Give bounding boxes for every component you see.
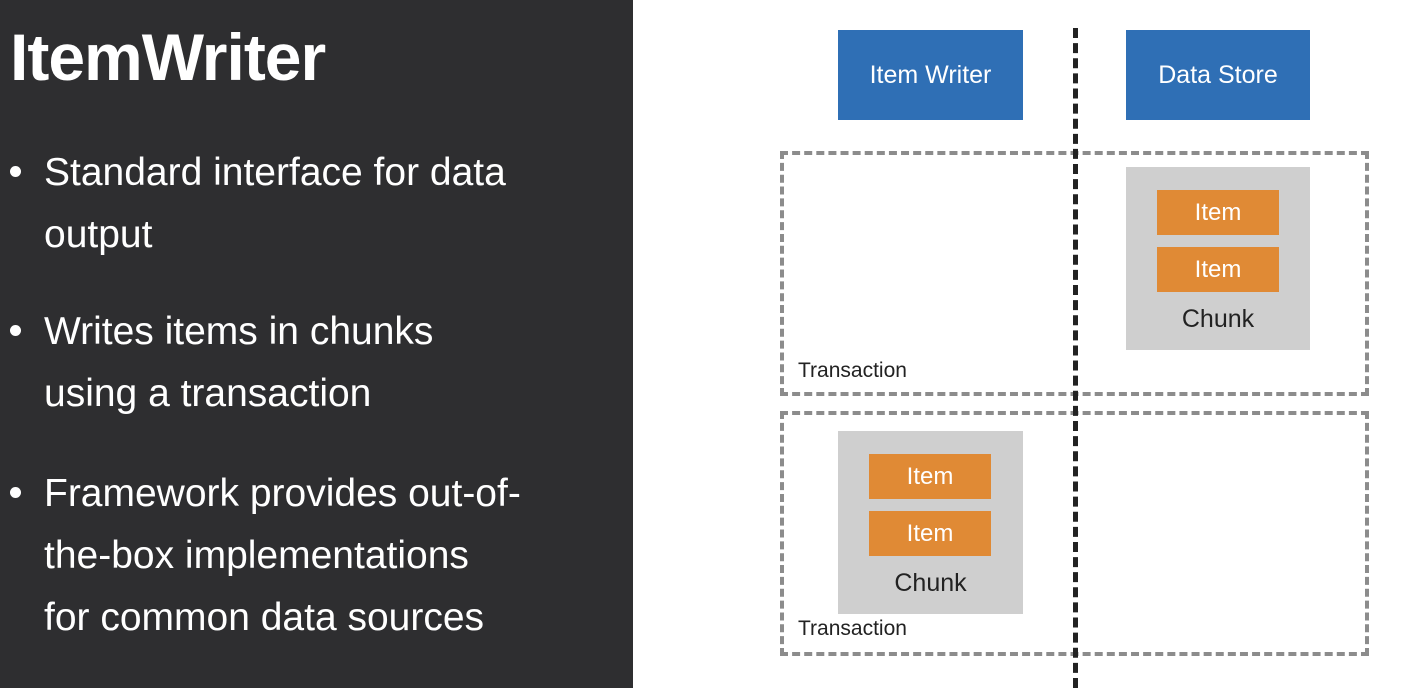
bullet-line: the-box implementations xyxy=(44,534,469,577)
text-panel: ItemWriter Standard interface for data o… xyxy=(0,0,633,688)
column-divider xyxy=(1073,28,1078,688)
chunk-item-writer: Item Item Chunk xyxy=(838,431,1023,614)
bullet-line: Standard interface for data xyxy=(44,151,506,194)
bullet-line: using a transaction xyxy=(44,372,372,415)
bullet-text: Standard interface for data output xyxy=(44,142,614,266)
bullet-line: Writes items in chunks xyxy=(44,310,434,353)
transaction-label-2: Transaction xyxy=(798,617,907,640)
chunk-label: Chunk xyxy=(1181,305,1255,333)
item-writer-box: Item Writer xyxy=(838,30,1023,120)
bullet-line: Framework provides out-of- xyxy=(44,472,521,515)
slide-title: ItemWriter xyxy=(10,20,326,94)
bullet-text: Framework provides out-of- the-box imple… xyxy=(44,463,614,649)
item-box: Item xyxy=(1157,190,1279,235)
item-box: Item xyxy=(1157,247,1279,292)
chunk-label: Chunk xyxy=(894,569,967,597)
item-box: Item xyxy=(869,511,991,556)
data-store-box: Data Store xyxy=(1126,30,1310,120)
bullet-dot-icon xyxy=(10,166,21,177)
diagram-panel: Item Writer Data Store Transaction Trans… xyxy=(633,0,1405,688)
transaction-label-1: Transaction xyxy=(798,359,907,382)
chunk-data-store: Item Item Chunk xyxy=(1126,167,1310,350)
bullet-text: Writes items in chunks using a transacti… xyxy=(44,301,614,425)
bullet-line: output xyxy=(44,213,153,256)
bullet-dot-icon xyxy=(10,325,21,336)
bullet-dot-icon xyxy=(10,487,21,498)
bullet-line: for common data sources xyxy=(44,596,485,639)
item-box: Item xyxy=(869,454,991,499)
